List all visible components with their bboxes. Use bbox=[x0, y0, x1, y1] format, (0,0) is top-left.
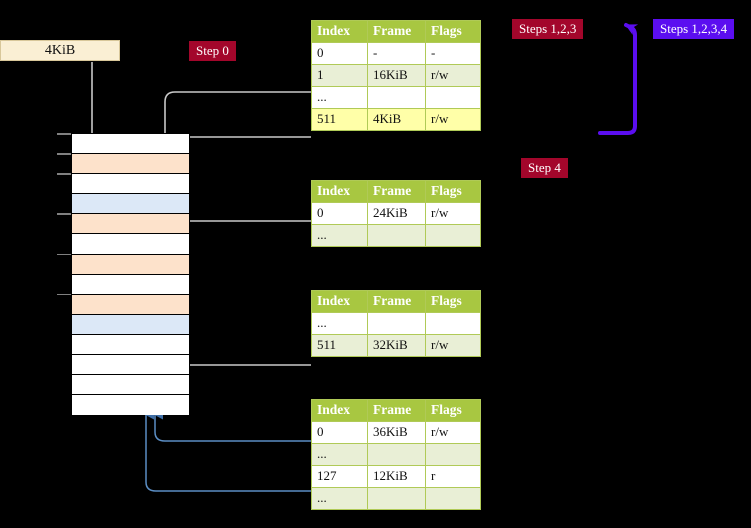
cell-flags bbox=[425, 86, 481, 109]
memory-row-3 bbox=[72, 194, 189, 215]
column-header-flags: Flags bbox=[425, 399, 481, 422]
cell-index: 511 bbox=[311, 108, 368, 131]
memory-tick-8 bbox=[57, 293, 71, 296]
step-0-badge: Step 0 bbox=[189, 41, 236, 61]
cell-frame bbox=[367, 312, 426, 335]
size-box-4kib: 4KiB bbox=[0, 40, 120, 61]
cell-frame: 36KiB bbox=[367, 421, 426, 444]
column-header-index: Index bbox=[311, 399, 368, 422]
column-header-frame: Frame bbox=[367, 20, 426, 43]
steps-1234-badge: Steps 1,2,3,4 bbox=[653, 19, 735, 39]
column-header-flags: Flags bbox=[425, 20, 481, 43]
cell-flags bbox=[425, 443, 481, 466]
table-row: ... bbox=[311, 312, 481, 335]
memory-row-10 bbox=[72, 334, 189, 356]
memory-row-13 bbox=[72, 395, 189, 416]
cell-flags bbox=[425, 487, 481, 510]
memory-row-11 bbox=[72, 355, 189, 376]
memory-row-5 bbox=[72, 234, 189, 255]
cell-frame: - bbox=[367, 42, 426, 65]
cell-flags: r bbox=[425, 465, 481, 488]
cell-flags: r/w bbox=[425, 202, 481, 225]
cell-index: 0 bbox=[311, 42, 368, 65]
table-row: ... bbox=[311, 443, 481, 466]
cell-frame: 16KiB bbox=[367, 64, 426, 87]
column-header-frame: Frame bbox=[367, 180, 426, 203]
column-header-index: Index bbox=[311, 290, 368, 313]
memory-tick-6 bbox=[57, 253, 71, 256]
memory-row-9 bbox=[72, 314, 189, 335]
table-row: ... bbox=[311, 224, 481, 247]
cell-index: 127 bbox=[311, 465, 368, 488]
cell-frame bbox=[367, 443, 426, 466]
column-header-frame: Frame bbox=[367, 399, 426, 422]
memory-row-2 bbox=[72, 174, 189, 195]
cell-frame: 32KiB bbox=[367, 334, 426, 357]
cell-index: 0 bbox=[311, 202, 368, 225]
cell-flags: - bbox=[425, 42, 481, 65]
cell-frame bbox=[367, 224, 426, 247]
memory-row-12 bbox=[72, 375, 189, 396]
table-row: ... bbox=[311, 487, 481, 510]
column-header-frame: Frame bbox=[367, 290, 426, 313]
memory-row-4 bbox=[72, 214, 189, 235]
column-header-index: Index bbox=[311, 20, 368, 43]
cell-index: 0 bbox=[311, 421, 368, 444]
memory-tick-1 bbox=[57, 153, 71, 155]
cell-flags: r/w bbox=[425, 108, 481, 131]
column-header-flags: Flags bbox=[425, 180, 481, 203]
memory-row-0 bbox=[72, 134, 189, 155]
size-box-label: 4KiB bbox=[44, 43, 76, 58]
cell-flags bbox=[425, 224, 481, 247]
steps-123-badge: Steps 1,2,3 bbox=[512, 19, 584, 39]
cell-index: ... bbox=[311, 224, 368, 247]
cell-flags: r/w bbox=[425, 421, 481, 444]
cell-frame: 4KiB bbox=[367, 108, 426, 131]
column-header-index: Index bbox=[311, 180, 368, 203]
cell-flags: r/w bbox=[425, 64, 481, 87]
column-header-flags: Flags bbox=[425, 290, 481, 313]
memory-tick-0 bbox=[57, 133, 71, 135]
memory-tick-2 bbox=[57, 173, 71, 175]
cell-frame bbox=[367, 86, 426, 109]
cell-index: ... bbox=[311, 487, 368, 510]
memory-tick-4 bbox=[57, 213, 71, 215]
memory-row-1 bbox=[72, 154, 189, 175]
cell-index: ... bbox=[311, 443, 368, 466]
step-4-badge: Step 4 bbox=[521, 158, 568, 178]
memory-row-7 bbox=[72, 274, 189, 295]
cell-frame bbox=[367, 487, 426, 510]
cell-index: 1 bbox=[311, 64, 368, 87]
cell-index: ... bbox=[311, 86, 368, 109]
cell-index: ... bbox=[311, 312, 368, 335]
cell-index: 511 bbox=[311, 334, 368, 357]
cell-frame: 12KiB bbox=[367, 465, 426, 488]
memory-column bbox=[71, 133, 190, 416]
table-row: 0-- bbox=[311, 42, 481, 65]
memory-row-8 bbox=[72, 294, 189, 315]
cell-flags: r/w bbox=[425, 334, 481, 357]
table-row: ... bbox=[311, 86, 481, 109]
cell-flags bbox=[425, 312, 481, 335]
memory-row-6 bbox=[72, 254, 189, 275]
cell-frame: 24KiB bbox=[367, 202, 426, 225]
